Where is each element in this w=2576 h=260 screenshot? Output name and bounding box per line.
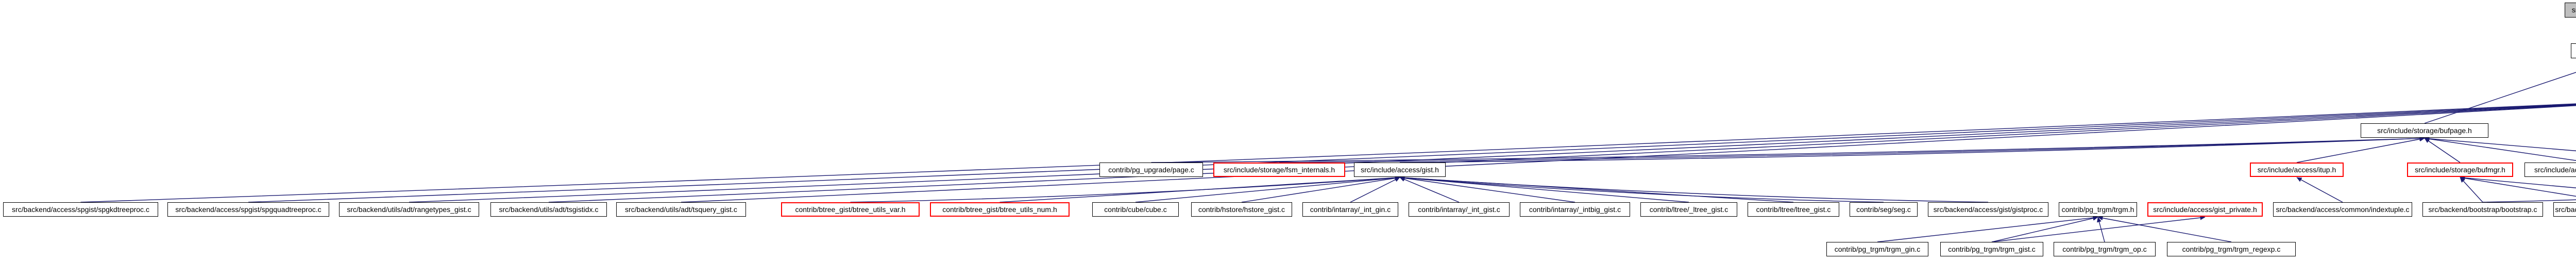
edge-bootstrap-to-bufmgr — [2460, 177, 2483, 203]
graph-node-tsgistidx[interactable]: src/backend/utils/adt/tsgistidx.c — [490, 202, 607, 217]
graph-node-fsm[interactable]: src/include/storage/fsm_internals.h — [1213, 163, 1345, 177]
edge-hio-to-bufmgr — [2460, 175, 2576, 188]
graph-node-trgm_regexp[interactable]: contrib/pg_trgm/trgm_regexp.c — [2167, 242, 2296, 256]
edge-itup-to-bufpage — [2296, 137, 2425, 163]
edge-gist_h-to-bufpage — [1399, 136, 2425, 163]
graph-node-bufmgr[interactable]: src/include/storage/bufmgr.h — [2407, 163, 2513, 177]
graph-node-rangetypes[interactable]: src/backend/utils/adt/rangetypes_gist.c — [339, 202, 479, 217]
edge-int_gin-to-gist_h — [1350, 177, 1400, 203]
graph-node-gist_h[interactable]: src/include/access/gist.h — [1354, 163, 1446, 177]
edge-trgm_gin-to-trgm_h — [1877, 215, 2098, 242]
graph-node-bufpage[interactable]: src/include/storage/bufpage.h — [2361, 123, 2488, 138]
edge-hstore-to-gist_h — [1241, 176, 1400, 203]
edge-btree_num-to-gist_h — [999, 175, 1400, 203]
graph-node-trgm_h[interactable]: contrib/pg_trgm/trgm.h — [2059, 202, 2137, 217]
edge-intbig-to-gist_h — [1399, 175, 1575, 203]
graph-node-trgm_op[interactable]: contrib/pg_trgm/trgm_op.c — [2054, 242, 2156, 256]
edge-lmgr-to-bufpage — [2424, 136, 2576, 152]
graph-node-trgm_gist[interactable]: contrib/pg_trgm/trgm_gist.c — [1940, 242, 2043, 256]
edge-seg-to-gist_h — [1399, 175, 1884, 203]
graph-node-spgkdtree[interactable]: src/backend/access/spgist/spgkdtreeproc.… — [3, 202, 158, 217]
graph-node-bootstrap[interactable]: src/backend/bootstrap/bootstrap.c — [2422, 202, 2543, 217]
dependency-edges — [80, 72, 2576, 242]
graph-node-int_gin[interactable]: contrib/intarray/_int_gin.c — [1302, 202, 1398, 217]
edge-tsgistidx-to-itemptr — [548, 105, 2576, 203]
graph-node-ltree_u[interactable]: contrib/ltree/_ltree_gist.c — [1640, 202, 1737, 217]
edge-fsm-to-bufpage — [1279, 136, 2425, 163]
edge-trgm_regexp-to-trgm_h — [2097, 216, 2232, 242]
graph-node-itup[interactable]: src/include/access/itup.h — [2250, 163, 2344, 177]
graph-node-btree_var[interactable]: contrib/btree_gist/btree_utils_var.h — [781, 202, 920, 217]
edge-int_gist-to-gist_h — [1399, 177, 1460, 203]
edge-bufmgr-to-bufpage — [2424, 138, 2461, 163]
edge-heapam_c-to-bufmgr — [2460, 176, 2576, 197]
edge-spgquad-to-itemptr — [248, 104, 2576, 203]
edge-bootstrap-to-htup_details — [2482, 199, 2576, 203]
edge-tsquery-to-itemptr — [681, 105, 2576, 203]
edge-bufpage-to-off — [2424, 72, 2576, 124]
graph-node-indextuple[interactable]: src/backend/access/common/indextuple.c — [2273, 202, 2412, 217]
graph-node-cube[interactable]: contrib/cube/cube.c — [1092, 202, 1179, 217]
graph-node-gist_private[interactable]: src/include/access/gist_private.h — [2147, 202, 2263, 217]
graph-node-page_c[interactable]: contrib/pg_upgrade/page.c — [1099, 163, 1203, 177]
graph-node-heapam_xlog[interactable]: src/include/access/heapam_xlog.h — [2524, 163, 2576, 177]
edge-indextuple-to-itup — [2296, 177, 2343, 203]
edge-cube-to-gist_h — [1135, 175, 1400, 203]
graph-node-int_gist[interactable]: contrib/intarray/_int_gist.c — [1409, 202, 1510, 217]
graph-node-btree_num[interactable]: contrib/btree_gist/btree_utils_num.h — [930, 202, 1070, 217]
graph-node-tsquery[interactable]: src/backend/utils/adt/tsquery_gist.c — [616, 202, 746, 217]
graph-node-gistproc[interactable]: src/backend/access/gist/gistproc.c — [1928, 202, 2048, 217]
graph-node-spgquad[interactable]: src/backend/access/spgist/spgquadtreepro… — [167, 202, 329, 217]
graph-node-ltree[interactable]: contrib/ltree/ltree_gist.c — [1748, 202, 1839, 217]
edge-spgkdtree-to-itemptr — [80, 103, 2576, 203]
edge-btree_var-to-gist_h — [850, 175, 1400, 203]
graph-node-hstore[interactable]: contrib/hstore/hstore_gist.c — [1191, 202, 1292, 217]
graph-node-off[interactable]: src/include/storage/off.h — [2571, 43, 2576, 58]
edge-heapam_xlog-to-bufpage — [2424, 136, 2576, 161]
graph-node-heapam_c[interactable]: src/backend/access/heap/heapam.c — [2553, 202, 2576, 217]
edge-gistproc-to-gist_h — [1399, 175, 1989, 203]
graph-node-intbig[interactable]: contrib/intarray/_intbig_gist.c — [1520, 202, 1630, 217]
graph-node-itemid: src/include/storage/itemid.h — [2565, 3, 2576, 18]
graph-node-seg[interactable]: contrib/seg/seg.c — [1850, 202, 1918, 217]
edge-page_c-to-bufpage — [1151, 136, 2425, 163]
edge-rangetypes-to-itemptr — [409, 104, 2576, 203]
edge-trgm_gist-to-gist_private — [1991, 215, 2206, 242]
graph-node-trgm_gin[interactable]: contrib/pg_trgm/trgm_gin.c — [1826, 242, 1928, 256]
edge-trgm_gist-to-trgm_h — [1991, 216, 2098, 242]
